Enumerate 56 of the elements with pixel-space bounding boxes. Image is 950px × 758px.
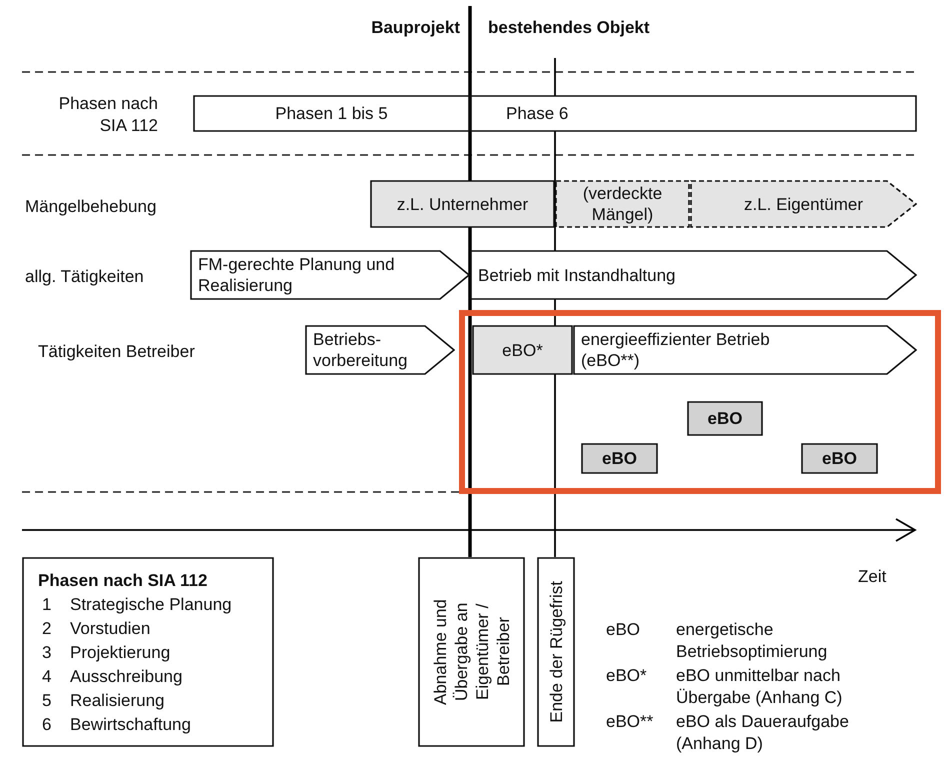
box-text: eBO	[602, 448, 637, 470]
activity-band	[573, 325, 917, 375]
axis-label: Zeit	[858, 566, 888, 588]
activity-band	[190, 250, 470, 300]
milestone-box	[537, 557, 575, 747]
box-text: (verdeckte Mängel)	[582, 183, 664, 225]
definition: eBO unmittelbar nach Übergabe (Anhang C)	[676, 665, 844, 709]
box-text: Phase 6	[506, 103, 568, 124]
phase-bar	[470, 95, 917, 132]
milestone-box	[418, 557, 525, 747]
abbreviation: eBO	[606, 619, 642, 641]
row-label: Tätigkeiten Betreiber	[38, 341, 196, 363]
phase-name: Ausschreibung	[70, 666, 184, 688]
activity-band	[305, 325, 455, 375]
section-heading: Bauprojekt	[370, 17, 460, 39]
activity-band	[470, 250, 917, 300]
abbreviation: eBO**	[606, 711, 654, 733]
ebo-box	[801, 443, 878, 474]
responsibility-box	[370, 180, 555, 228]
box-text: eBO	[822, 448, 857, 470]
phase-bar	[193, 95, 470, 132]
phase-number: 2	[41, 618, 52, 640]
box-text: z.L. Unternehmer	[396, 194, 528, 214]
definition: eBO als Daueraufgabe (Anhang D)	[676, 711, 850, 755]
phase-name: Bewirtschaftung	[70, 714, 192, 736]
row-label: allg. Tätigkeiten	[25, 266, 145, 288]
phase-name: Projektierung	[70, 642, 172, 664]
phase-number: 3	[41, 642, 52, 664]
ebo-box	[687, 401, 763, 436]
phase-name: Realisierung	[70, 690, 166, 712]
phase-number: 6	[41, 714, 52, 736]
abbreviation: eBO*	[606, 665, 648, 687]
box-text: eBO*	[502, 340, 543, 360]
responsibility-band	[690, 180, 917, 228]
phase-number: 5	[41, 690, 52, 712]
box-text: energieeffizienter Betrieb (eBO**)	[581, 329, 771, 371]
box-text: FM-gerechte Planung und Realisierung	[198, 254, 396, 296]
ebo-box	[472, 325, 573, 375]
phase-name: Vorstudien	[70, 618, 152, 640]
box-text: z.L. Eigentümer	[744, 194, 864, 214]
phase-number: 4	[41, 666, 52, 688]
section-heading: bestehendes Objekt	[488, 17, 651, 39]
row-label: Mängelbehebung	[25, 196, 158, 218]
box-text: Betrieb mit Instandhaltung	[478, 264, 676, 286]
phase-name: Strategische Planung	[70, 594, 233, 616]
phase-list-box	[22, 557, 274, 747]
box-text: Abnahme und Übergabe an Eigentümer / Betreiber	[430, 599, 512, 705]
box-text: Ende der Rügefrist	[546, 581, 566, 723]
ebo-box	[581, 443, 658, 474]
list-heading: Phasen nach SIA 112	[38, 570, 208, 592]
row-label: Phasen nach SIA 112	[58, 93, 158, 137]
box-text: eBO	[708, 408, 742, 430]
responsibility-box	[555, 180, 690, 228]
phase-number: 1	[41, 594, 52, 616]
box-text: Betriebs- vorbereitung	[313, 329, 409, 371]
box-text: Phasen 1 bis 5	[275, 103, 388, 124]
